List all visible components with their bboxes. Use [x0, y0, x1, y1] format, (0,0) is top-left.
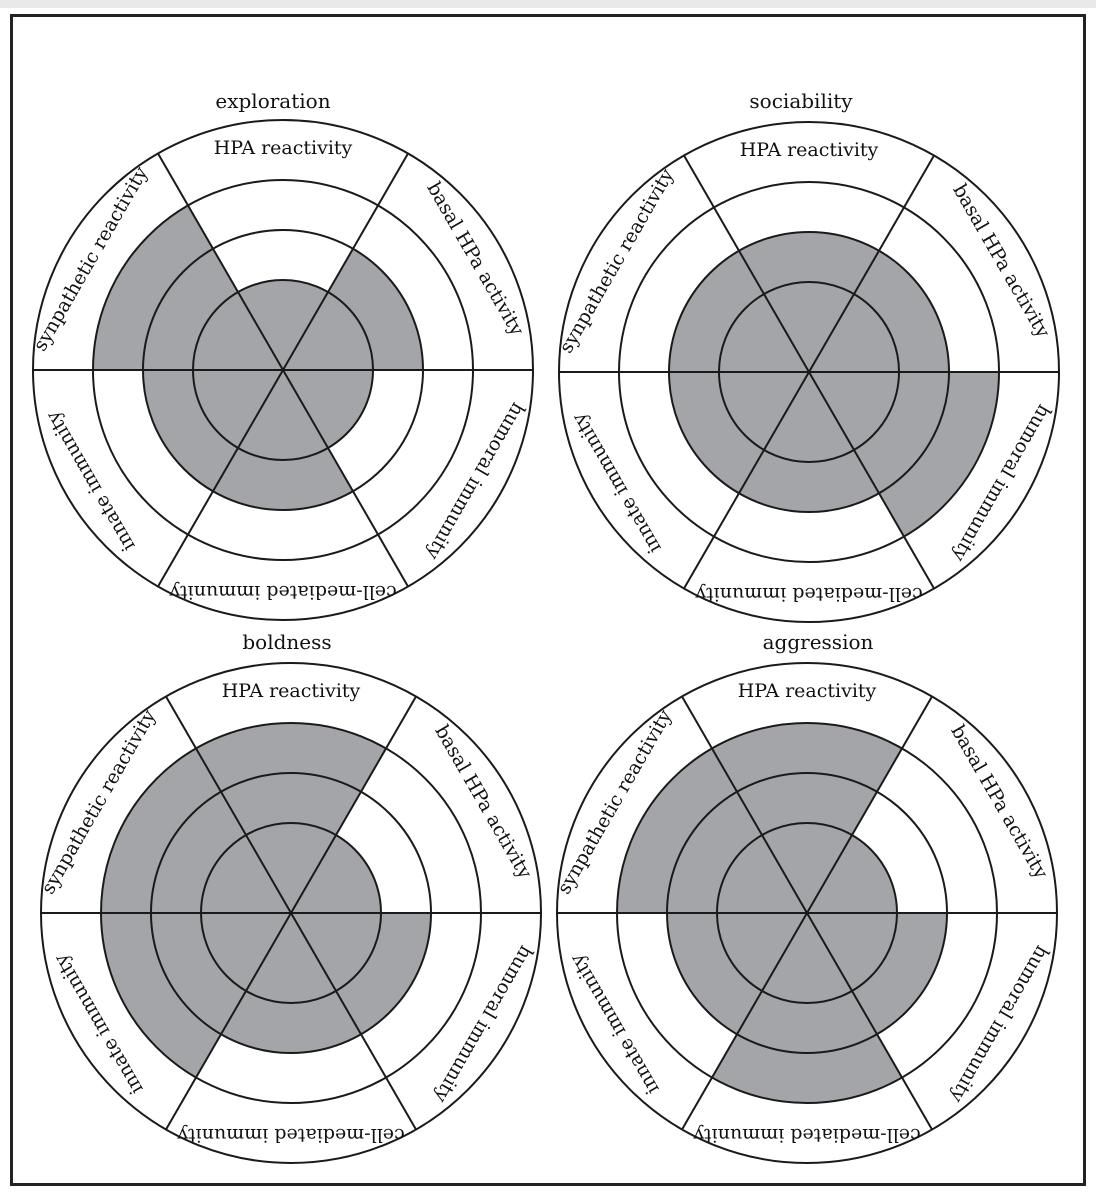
- panel-title: sociability: [749, 89, 853, 113]
- spoke-line: [681, 695, 808, 914]
- sector-label: cell-mediated immunity: [695, 583, 923, 605]
- spoke-line: [808, 371, 935, 590]
- sector-fill-5: [669, 372, 809, 494]
- sector-label: cell-mediated immunity: [693, 1124, 921, 1146]
- spoke-line: [681, 912, 808, 1131]
- sector-fill-1: [238, 280, 328, 370]
- sector-fill-2: [809, 250, 949, 372]
- sector-fill-5: [667, 913, 807, 1035]
- sector-fill-4: [739, 372, 879, 512]
- panel-title: exploration: [215, 89, 330, 113]
- panel-title: aggression: [763, 630, 874, 654]
- sector-label: cell-mediated immunity: [169, 581, 397, 603]
- spoke-line: [683, 154, 810, 373]
- sector-fill-6: [617, 748, 807, 913]
- sector-label: HPA reactivity: [214, 137, 353, 159]
- sector-fill-6: [101, 748, 291, 913]
- sector-label: HPA reactivity: [740, 139, 879, 161]
- spoke-line: [806, 912, 933, 1131]
- top-rule: [0, 0, 1096, 8]
- sector-fill-3: [807, 913, 947, 1035]
- spoke-line: [282, 369, 409, 588]
- sector-label: HPA reactivity: [222, 680, 361, 702]
- sector-label: cell-mediated immunity: [177, 1124, 405, 1146]
- sector-fill-4: [221, 913, 361, 1053]
- spoke-line: [165, 912, 292, 1131]
- spoke-line: [290, 912, 417, 1131]
- spoke-line: [282, 152, 409, 371]
- spoke-line: [683, 371, 810, 590]
- spoke-line: [157, 369, 284, 588]
- sector-fill-1: [712, 723, 902, 913]
- spoke-line: [157, 152, 284, 371]
- sector-fill-3: [809, 372, 1000, 537]
- spoke-line: [806, 695, 933, 914]
- sector-label: HPA reactivity: [738, 680, 877, 702]
- spoke-line: [165, 695, 292, 914]
- sector-fill-1: [739, 232, 879, 372]
- spoke-line: [290, 695, 417, 914]
- sector-fill-6: [669, 250, 809, 372]
- sector-fill-2: [283, 248, 423, 370]
- sector-fill-3: [291, 913, 432, 1035]
- spoke-line: [808, 154, 935, 373]
- panel-title: boldness: [242, 630, 331, 654]
- sector-fill-6: [93, 205, 283, 370]
- sector-fill-1: [196, 723, 386, 913]
- sector-fill-5: [101, 913, 291, 1078]
- sector-fill-4: [213, 370, 353, 510]
- sector-fill-5: [143, 370, 283, 492]
- sector-fill-4: [712, 913, 902, 1103]
